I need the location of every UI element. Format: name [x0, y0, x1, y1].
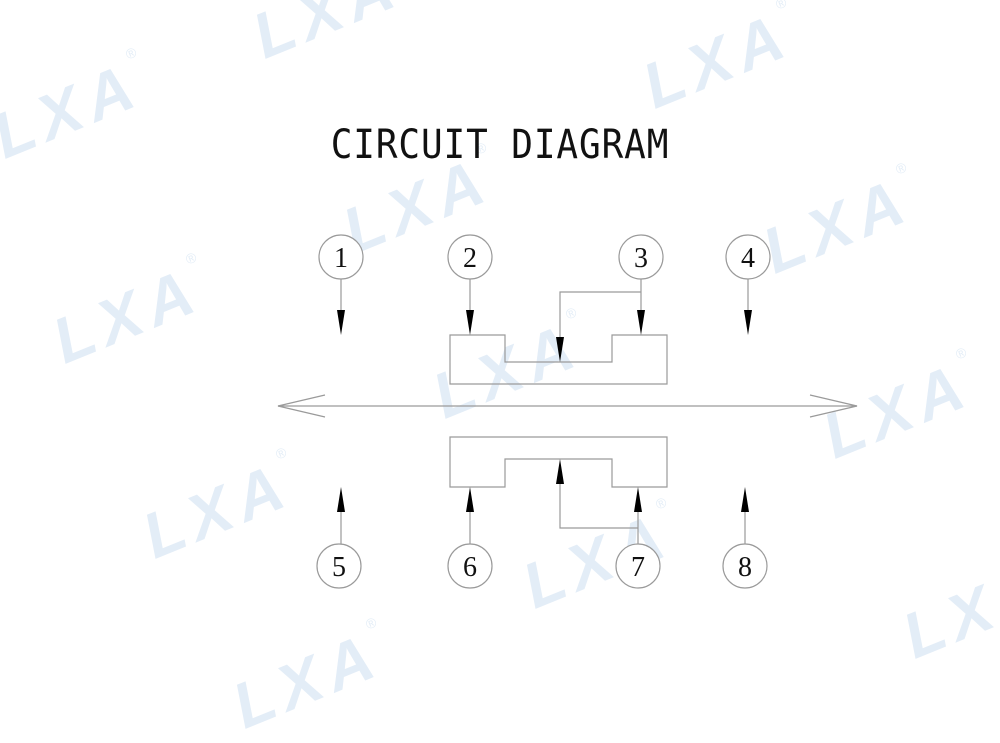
arrow-4 — [744, 310, 752, 335]
right-arrowhead — [809, 394, 858, 418]
terminal-circle-4 — [725, 234, 771, 280]
arrow-8 — [741, 487, 749, 512]
terminal-label-1: 1 — [334, 243, 348, 274]
diagram-title: CIRCUIT DIAGRAM — [330, 122, 670, 168]
arrow-7 — [634, 487, 642, 512]
terminal-circle-2 — [447, 234, 493, 280]
arrow-2 — [466, 310, 474, 335]
terminal-circle-1 — [318, 234, 364, 280]
upper-contact-block — [449, 334, 668, 385]
terminal-label-4: 4 — [741, 243, 755, 274]
arrow-3-branch — [556, 337, 564, 362]
arrow-5 — [337, 487, 345, 512]
terminal-label-8: 8 — [738, 552, 752, 583]
terminal-label-3: 3 — [634, 243, 648, 274]
terminal-label-5: 5 — [332, 552, 346, 583]
arrow-1 — [337, 310, 345, 335]
arrow-6 — [466, 487, 474, 512]
arrow-3 — [637, 310, 645, 335]
terminal-circle-8 — [722, 543, 768, 589]
lower-contact-block — [449, 436, 668, 488]
terminal-circle-3 — [618, 234, 664, 280]
terminal-label-7: 7 — [631, 552, 645, 583]
left-arrowhead — [277, 394, 326, 418]
arrow-7-branch — [556, 459, 564, 484]
terminal-circle-7 — [615, 543, 661, 589]
terminal-circle-6 — [447, 543, 493, 589]
circuit-diagram: 1 2 3 4 5 6 7 8 — [277, 234, 858, 589]
terminal-circle-5 — [316, 543, 362, 589]
terminal-label-6: 6 — [463, 552, 477, 583]
terminal-label-2: 2 — [463, 243, 477, 274]
